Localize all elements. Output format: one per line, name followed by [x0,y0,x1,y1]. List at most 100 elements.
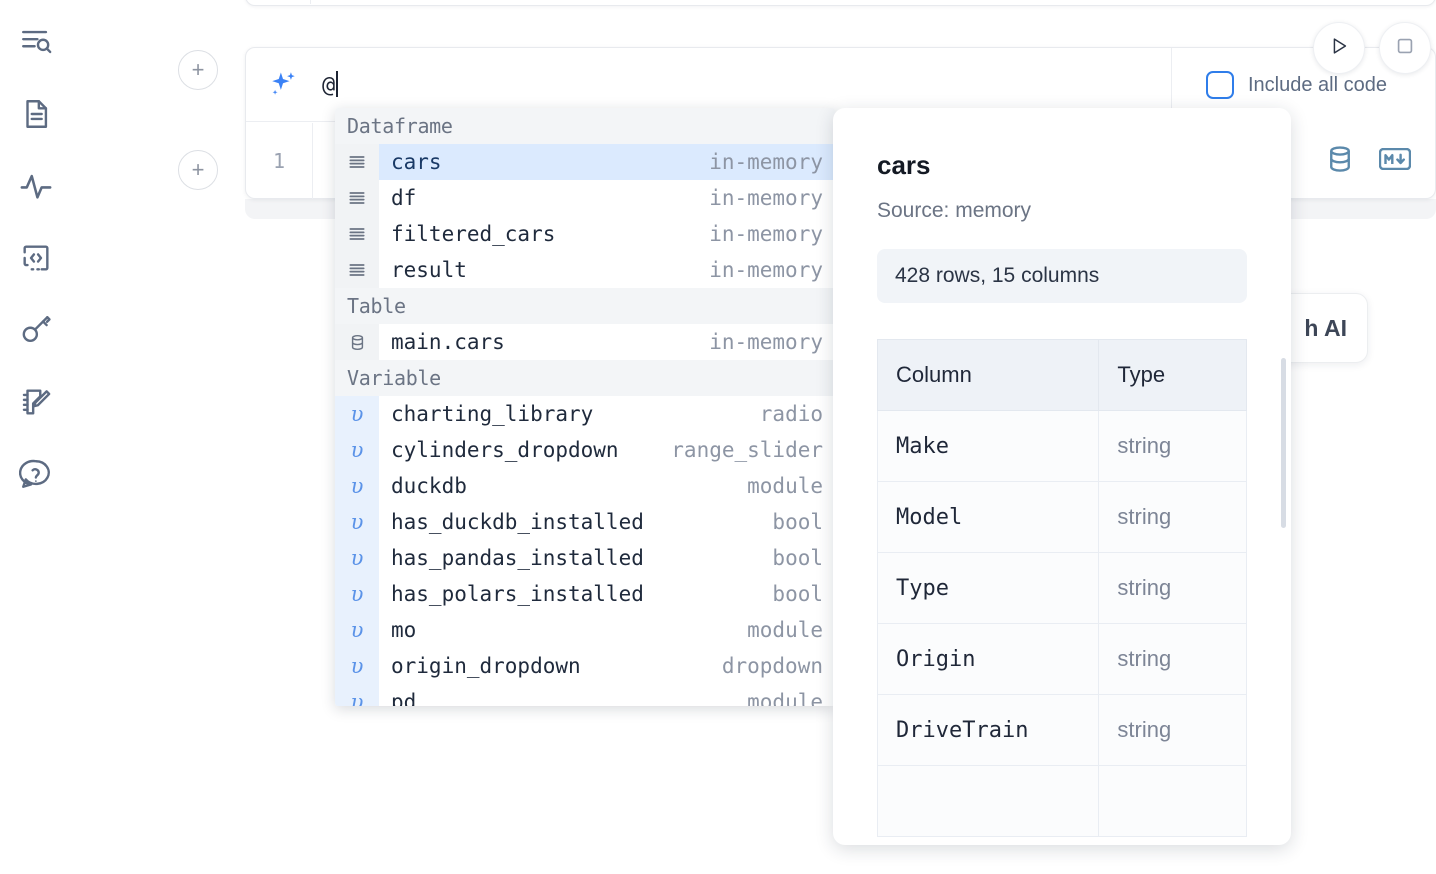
autocomplete-item-type: radio [759,402,823,426]
autocomplete-item[interactable]: υ charting_library radio [335,396,835,432]
preview-scrollbar[interactable] [1281,358,1286,528]
sidebar-item-help[interactable] [12,450,60,498]
autocomplete-item-type: bool [772,582,823,606]
schema-header-row: Column Type [876,339,1247,411]
autocomplete-item-type: range_slider [671,438,823,462]
autocomplete-item-name: has_duckdb_installed [391,510,644,534]
run-controls [1313,22,1436,74]
sidebar-item-secrets[interactable] [12,306,60,354]
autocomplete-item-name: charting_library [391,402,594,426]
cell-above-partial[interactable] [245,0,1436,6]
schema-column-type: string [1098,481,1247,553]
autocomplete-item-body: duckdb module [379,468,835,504]
autocomplete-item-name: main.cars [391,330,505,354]
text-caret [336,71,339,97]
outline-search-icon [19,25,53,59]
autocomplete-item-type: in-memory [709,150,823,174]
help-question-icon [19,457,53,491]
variable-icon: υ [335,648,379,684]
code-gutter-divider [312,123,313,199]
autocomplete-item-name: cylinders_dropdown [391,438,619,462]
schema-header-column: Column [876,339,1100,411]
variable-icon: υ [335,684,379,706]
schema-column-name: DriveTrain [876,694,1100,766]
schema-column-name: Model [876,481,1100,553]
preview-source: Source: memory [877,199,1032,222]
activity-pulse-icon [19,169,53,203]
autocomplete-group-header: Variable [335,360,835,396]
schema-column-type: string [1098,552,1247,624]
file-document-icon [19,97,53,131]
ai-sparkle-icon [266,68,300,102]
line-number: 1 [272,149,286,173]
autocomplete-item-type: in-memory [709,330,823,354]
include-all-code-checkbox[interactable] [1206,71,1234,99]
schema-column-type [1098,765,1247,837]
autocomplete-group-header: Table [335,288,835,324]
add-cell-button-top[interactable]: + [178,50,218,90]
autocomplete-item[interactable]: υ cylinders_dropdown range_slider [335,432,835,468]
sidebar-item-outline[interactable] [12,18,60,66]
markdown-icon[interactable] [1378,147,1412,175]
sidebar-item-snippets[interactable] [12,234,60,282]
add-cell-button-bottom[interactable]: + [178,150,218,190]
autocomplete-item-name: has_pandas_installed [391,546,644,570]
variable-icon: υ [335,612,379,648]
autocomplete-item[interactable]: result in-memory [335,252,835,288]
schema-header-type: Type [1098,339,1247,411]
sidebar-item-file[interactable] [12,90,60,138]
sidebar-item-activity[interactable] [12,162,60,210]
dataframe-icon [335,144,379,180]
database-icon[interactable] [1325,144,1355,179]
dataframe-icon [335,252,379,288]
ai-prompt-input[interactable]: @ [322,71,339,98]
ai-prompt-value: @ [322,73,336,98]
variable-icon: υ [335,504,379,540]
table-database-icon [335,324,379,360]
autocomplete-item-body: main.cars in-memory [379,324,835,360]
stop-button[interactable] [1379,22,1431,74]
sidebar-item-scratchpad[interactable] [12,378,60,426]
autocomplete-item-type: module [747,474,823,498]
preview-shape-badge: 428 rows, 15 columns [877,249,1247,303]
prompt-divider [1171,48,1172,122]
variable-icon: υ [335,468,379,504]
notebook-edit-icon [19,385,53,419]
schema-column-type: string [1098,410,1247,482]
autocomplete-item[interactable]: main.cars in-memory [335,324,835,360]
autocomplete-item-name: origin_dropdown [391,654,581,678]
autocomplete-item-type: in-memory [709,258,823,282]
variable-icon: υ [335,576,379,612]
autocomplete-item-body: charting_library radio [379,396,835,432]
autocomplete-item-name: result [391,258,467,282]
variable-icon: υ [335,540,379,576]
code-editor-row[interactable]: 1 [246,123,1436,199]
variable-icon: υ [335,432,379,468]
run-button[interactable] [1313,22,1365,74]
variable-icon: υ [335,396,379,432]
autocomplete-item-name: duckdb [391,474,467,498]
schema-column-type: string [1098,623,1247,695]
autocomplete-item-type: module [747,690,823,706]
include-all-code-control[interactable]: Include all code [1201,48,1387,122]
autocomplete-item-type: in-memory [709,186,823,210]
